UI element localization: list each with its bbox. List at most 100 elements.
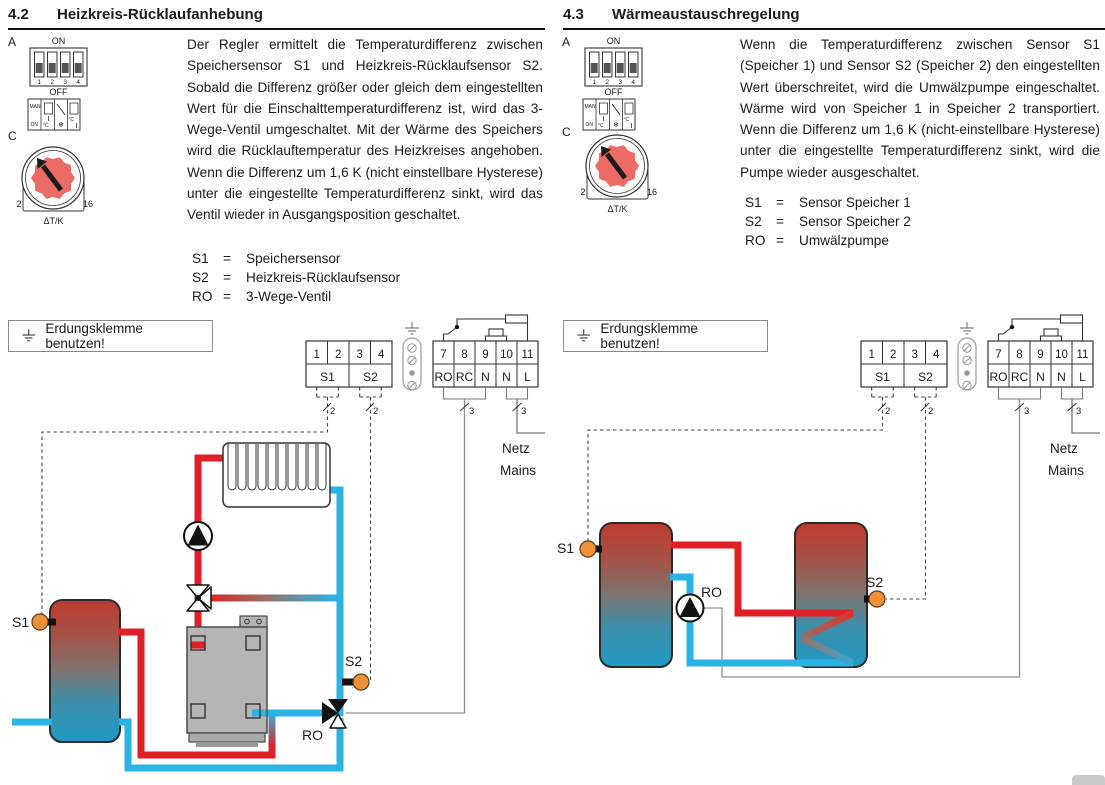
wire-count: 2: [373, 406, 378, 417]
ground-strip-43: [957, 322, 977, 391]
dip-number: 1: [37, 79, 41, 86]
terminal-number: 9: [482, 349, 488, 361]
dip-on2-label: ON: [31, 122, 39, 128]
sensor-terminal-42: 1 2 3 4 S1 S2: [305, 340, 393, 388]
coil-zigzag: [800, 609, 855, 642]
tank-mode-icon: [69, 102, 79, 115]
blue-pipe: [328, 486, 344, 716]
boiler: [186, 615, 268, 747]
legend-value: Heizkreis-Rücklaufsensor: [246, 269, 401, 285]
celsius-label: °C: [43, 123, 49, 129]
ground-note-text: Erdungsklemme benutzen!: [45, 321, 143, 351]
dip-number: 3: [63, 79, 67, 86]
legend-row: S2 = Sensor Speicher 2: [745, 213, 911, 232]
blue-pipe: [119, 718, 344, 772]
ground-note-text: Erdungsklemme benutzen!: [600, 321, 698, 351]
legend-eq: =: [223, 269, 231, 285]
mains-label-en: Mains: [1048, 463, 1084, 478]
section-number: 4.3: [563, 6, 584, 23]
terminal-number: 8: [1016, 349, 1022, 361]
wires-43: 3 3 Netz Mains 2 2: [587, 387, 1100, 678]
terminal-label: N: [502, 370, 511, 384]
wire-count: 2: [885, 406, 890, 417]
wire-count: 2: [928, 406, 933, 417]
dip-switches: [589, 51, 639, 78]
frost-icon: ❄: [58, 121, 64, 129]
terminal-number: 1: [868, 349, 874, 361]
label-s2: S2: [345, 653, 362, 669]
slash-icon: [56, 103, 66, 116]
mains-wire: [516, 399, 545, 434]
terminal-group: S1: [320, 370, 335, 384]
sensor-s1: [579, 540, 602, 558]
section-header-42: 4.2 Heizkreis-Rücklaufanhebung: [8, 6, 545, 30]
red-pipe: [194, 454, 223, 645]
terminal-label: N: [481, 370, 490, 384]
sensor-terminal-43: 1 2 3 4 S1 S2: [860, 340, 948, 388]
dial-min: 2: [580, 187, 585, 197]
boiler-port: [190, 703, 206, 719]
dial-block-label: C: [562, 125, 571, 139]
ground-strip-42: [402, 322, 422, 391]
terminal-number: 4: [933, 349, 940, 361]
radiator: [222, 442, 331, 508]
celsius-label: °C: [624, 117, 630, 123]
dial-max: 16: [647, 187, 657, 197]
terminal-group: S2: [918, 370, 933, 384]
label-ro: RO: [302, 727, 323, 743]
terminal-number: 11: [522, 349, 534, 361]
pump-icon: [675, 593, 705, 623]
legend-key: S2: [192, 269, 209, 285]
fuse-icon: [504, 314, 529, 324]
storage-tank-1: [599, 522, 673, 668]
legend-eq: =: [223, 251, 231, 266]
legend-row: RO = Umwälzpumpe: [745, 232, 911, 251]
page-corner-tab: [1072, 775, 1105, 785]
terminal-label: RC: [456, 370, 474, 384]
dip-man-label: MAN: [30, 104, 42, 110]
dip-number: 3: [618, 79, 622, 86]
dip-number: 1: [592, 79, 596, 86]
legend-42: S1 = Speichersensor S2 = Heizkreis-Rückl…: [192, 250, 400, 307]
slash-icon: [611, 103, 621, 116]
legend-key: S1: [192, 251, 209, 266]
mains-label-de: Netz: [1050, 441, 1078, 456]
dip-number: 4: [631, 79, 635, 86]
legend-row: S1 = Sensor Speicher 1: [745, 194, 911, 213]
boiler-port: [245, 635, 261, 651]
label-s2: S2: [866, 574, 883, 590]
dip-switches: [34, 51, 84, 78]
terminal-number: 2: [335, 349, 341, 361]
legend-eq: =: [223, 288, 231, 304]
ground-note-43: Erdungsklemme benutzen!: [563, 320, 768, 352]
terminal-number: 7: [995, 349, 1001, 361]
label-s1: S1: [557, 540, 574, 556]
red-pipe: [118, 628, 276, 759]
label-ro: RO: [701, 584, 722, 600]
terminal-label: L: [524, 370, 531, 384]
terminal-number: 2: [890, 349, 896, 361]
dip-number: 2: [605, 79, 609, 86]
mains-wire: [1071, 399, 1100, 434]
terminal-number: 3: [911, 349, 917, 361]
wire-count: 3: [1076, 406, 1081, 417]
rotary-dial-43: C 2 16 ΔT/K: [562, 125, 657, 214]
jumper-icon: [1043, 328, 1059, 337]
dial-block-label: C: [8, 129, 17, 143]
sensor-s2: [864, 590, 886, 608]
legend-eq: =: [776, 232, 784, 248]
relay-wire: [346, 399, 466, 714]
dip-block-label: A: [562, 35, 570, 49]
legend-43: S1 = Sensor Speicher 1 S2 = Sensor Speic…: [745, 194, 911, 251]
earth-ground-icon: [577, 329, 590, 342]
terminal-number: 11: [1077, 349, 1089, 361]
body-text-43: Wenn die Temperaturdifferenz zwischen Se…: [740, 37, 1100, 180]
tank-mode-icon: [624, 102, 634, 115]
boiler-port: [190, 635, 206, 651]
legend-value: Umwälzpumpe: [799, 232, 889, 248]
terminal-number: 10: [1055, 349, 1068, 361]
section-title: Wärmeaustauschregelung: [612, 6, 800, 23]
three-way-valve-icon: [186, 584, 212, 612]
